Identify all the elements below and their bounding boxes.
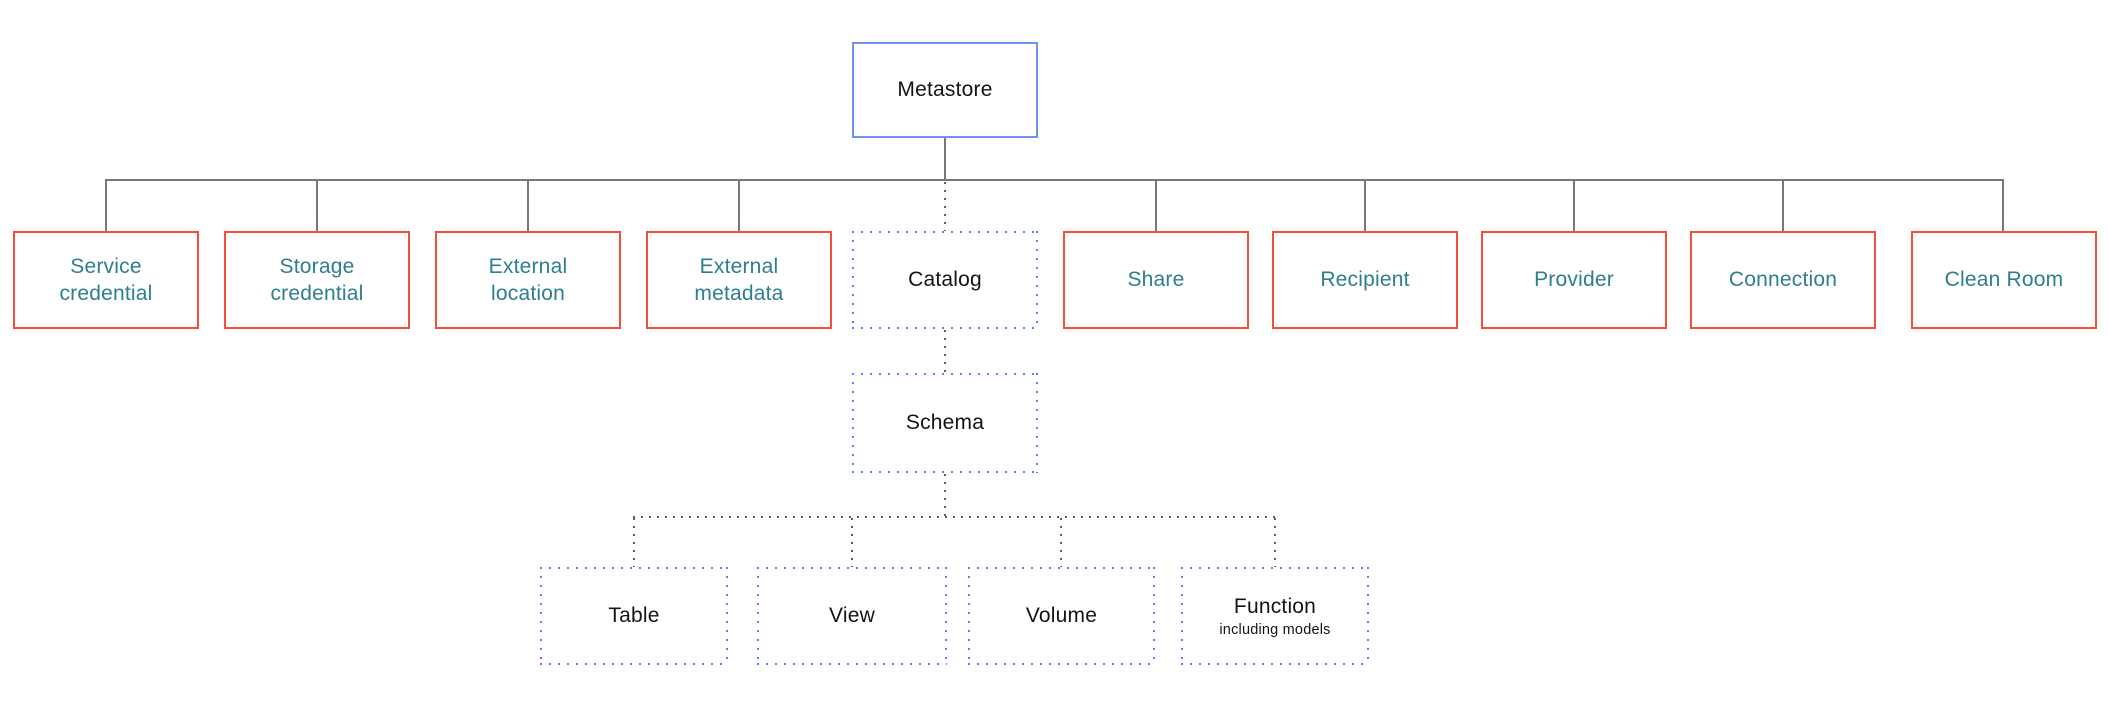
node-service-credential-label: Service credential — [59, 254, 153, 305]
connector-level2-bus — [105, 179, 2004, 181]
node-metastore: Metastore — [852, 42, 1038, 138]
node-share: Share — [1063, 231, 1249, 329]
connector-stub-volume — [1060, 518, 1062, 567]
node-provider: Provider — [1481, 231, 1667, 329]
node-table: Table — [540, 567, 728, 665]
connector-stub-view — [851, 518, 853, 567]
node-metastore-label: Metastore — [897, 78, 993, 102]
node-function-sublabel: including models — [1219, 621, 1331, 638]
node-schema: Schema — [852, 373, 1038, 473]
node-volume-label: Volume — [1025, 604, 1098, 628]
node-schema-label: Schema — [905, 411, 985, 435]
node-external-location: External location — [435, 231, 621, 329]
connector-catalog-to-schema — [944, 330, 946, 373]
node-clean-room: Clean Room — [1911, 231, 2097, 329]
node-view-label: View — [829, 604, 875, 628]
node-function: Function including models — [1181, 567, 1369, 665]
node-catalog: Catalog — [852, 231, 1038, 329]
node-recipient-label: Recipient — [1320, 268, 1410, 292]
connector-stub-recipient — [1364, 179, 1366, 231]
connector-stub-storage-credential — [316, 179, 318, 231]
connector-stub-service-credential — [105, 179, 107, 231]
connector-stub-catalog — [944, 182, 946, 231]
node-function-label: Function — [1233, 594, 1317, 618]
node-clean-room-label: Clean Room — [1944, 268, 2064, 292]
node-catalog-label: Catalog — [908, 268, 982, 292]
node-provider-label: Provider — [1534, 268, 1614, 292]
connector-metastore-drop — [944, 138, 946, 180]
node-external-metadata-label: External metadata — [694, 254, 784, 305]
connector-stub-provider — [1573, 179, 1575, 231]
connector-stub-external-location — [527, 179, 529, 231]
node-volume: Volume — [968, 567, 1155, 665]
connector-stub-function — [1274, 518, 1276, 567]
node-connection-label: Connection — [1728, 268, 1838, 292]
node-storage-credential: Storage credential — [224, 231, 410, 329]
connector-schema-drop — [944, 474, 946, 518]
node-external-metadata: External metadata — [646, 231, 832, 329]
node-service-credential: Service credential — [13, 231, 199, 329]
node-storage-credential-label: Storage credential — [270, 254, 364, 305]
node-view: View — [757, 567, 947, 665]
node-external-location-label: External location — [488, 254, 568, 305]
node-table-label: Table — [608, 604, 660, 628]
connector-stub-clean-room — [2002, 179, 2004, 231]
connector-stub-table — [633, 518, 635, 567]
node-recipient: Recipient — [1272, 231, 1458, 329]
connector-level4-bus — [633, 516, 1276, 518]
connector-stub-external-metadata — [738, 179, 740, 231]
connector-stub-share — [1155, 179, 1157, 231]
connector-stub-connection — [1782, 179, 1784, 231]
node-share-label: Share — [1127, 268, 1185, 292]
node-connection: Connection — [1690, 231, 1876, 329]
